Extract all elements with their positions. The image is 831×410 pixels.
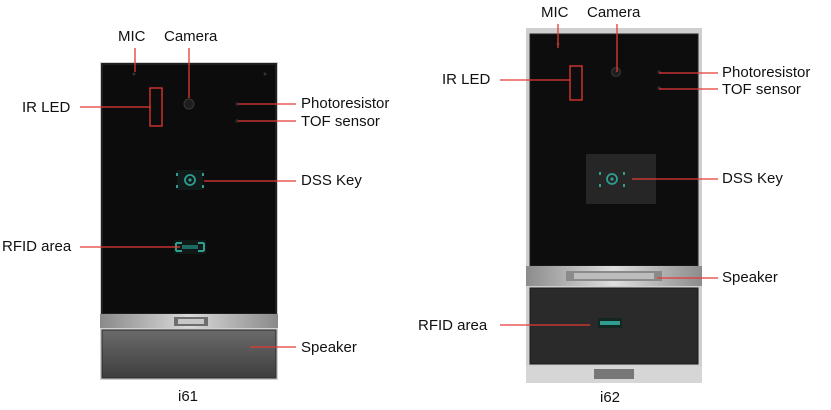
i61-mic-hole [132, 72, 136, 76]
i62-dss-key-label: DSS Key [722, 170, 783, 187]
i61-photoresistor [235, 102, 239, 106]
i62-rfid-marker [598, 318, 622, 328]
i62-photoresistor-label: Photoresistor [722, 64, 811, 81]
i61-dss-key-label: DSS Key [301, 172, 362, 189]
i62-camera-lens [611, 67, 621, 77]
i62-ir-led-box [569, 65, 583, 101]
i62-speaker-label: Speaker [722, 269, 778, 286]
i61-mic-label: MIC [118, 28, 146, 45]
i61-speaker-grille [102, 330, 276, 378]
i61-ir-led-label: IR LED [22, 99, 71, 116]
i61-rfid-area-label: RFID area [2, 238, 72, 255]
i62-ir-led-label: IR LED [442, 71, 491, 88]
i61-device-illustration [100, 62, 278, 380]
i62-camera-label: Camera [587, 4, 641, 21]
i61-dss-key [176, 170, 204, 190]
i61-tof-sensor-label: TOF sensor [301, 113, 380, 130]
i62-mic-label: MIC [541, 4, 569, 21]
i61-caption: i61 [178, 388, 199, 405]
i62-caption: i62 [600, 389, 621, 406]
i61-camera-lens [183, 98, 195, 110]
i61-speaker-label: Speaker [301, 339, 357, 356]
i61-rfid-marker [174, 240, 206, 254]
i62-rfid-area-label: RFID area [418, 317, 488, 334]
i61-tof-sensor [235, 119, 239, 123]
i62-tof-sensor-label: TOF sensor [722, 81, 801, 98]
i61-camera-label: Camera [164, 28, 218, 45]
i61-photoresistor-label: Photoresistor [301, 95, 390, 112]
